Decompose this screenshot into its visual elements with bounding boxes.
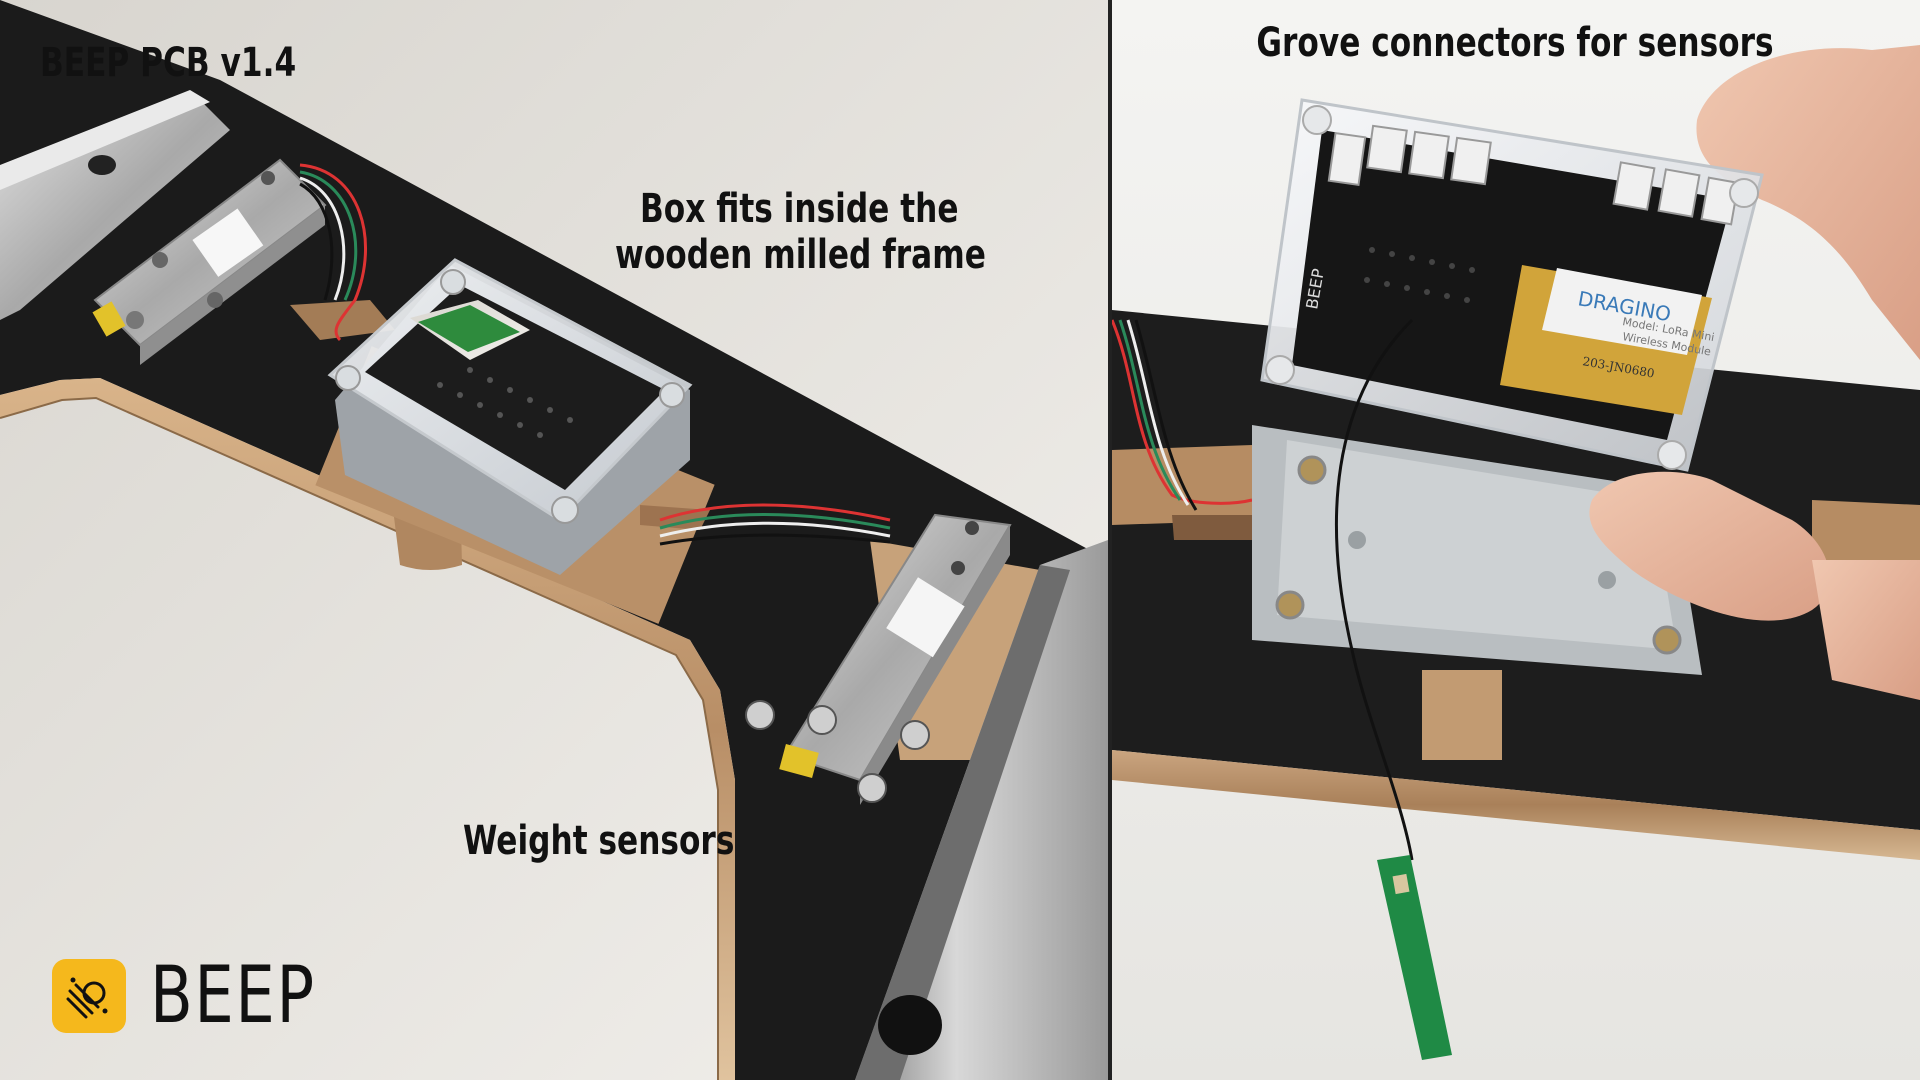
caption-box-fits-line2: wooden milled frame — [615, 232, 986, 278]
panel-divider — [1108, 0, 1112, 1080]
load-cell-top — [92, 158, 327, 365]
pcb-lid: DRAGINO Model: LoRa Mini Wireless Module… — [1260, 98, 1764, 472]
right-photo-panel: DRAGINO Model: LoRa Mini Wireless Module… — [1112, 0, 1920, 1080]
left-photo-panel: BEEP PCB v1.4 Box fits inside the wooden… — [0, 0, 1108, 1080]
plywood-edge — [1112, 750, 1920, 860]
milled-slot — [1422, 670, 1502, 760]
aluminium-rail-top — [0, 100, 230, 320]
caption-pcb-version: BEEP PCB v1.4 — [40, 40, 297, 86]
left-photo — [0, 0, 1108, 1080]
beep-bee-logo-icon — [52, 959, 126, 1033]
grove-connectors — [1327, 124, 1740, 226]
right-photo: DRAGINO Model: LoRa Mini Wireless Module… — [1112, 0, 1920, 1080]
caption-weight-sensors: Weight sensors — [463, 818, 735, 864]
hand — [1589, 45, 1920, 700]
caption-grove-connectors: Grove connectors for sensors — [1256, 20, 1774, 66]
pcb-enclosure — [327, 258, 693, 575]
brand-name: BEEP — [150, 951, 316, 1041]
antenna-cable — [1334, 318, 1414, 861]
enclosure-base — [1252, 425, 1702, 675]
brand-logo: BEEP — [52, 951, 357, 1041]
antenna-pcb — [1377, 855, 1452, 1060]
pcb-module — [418, 305, 520, 352]
load-cell-bottom — [745, 513, 1012, 805]
caption-box-fits-line1: Box fits inside the — [640, 186, 959, 232]
